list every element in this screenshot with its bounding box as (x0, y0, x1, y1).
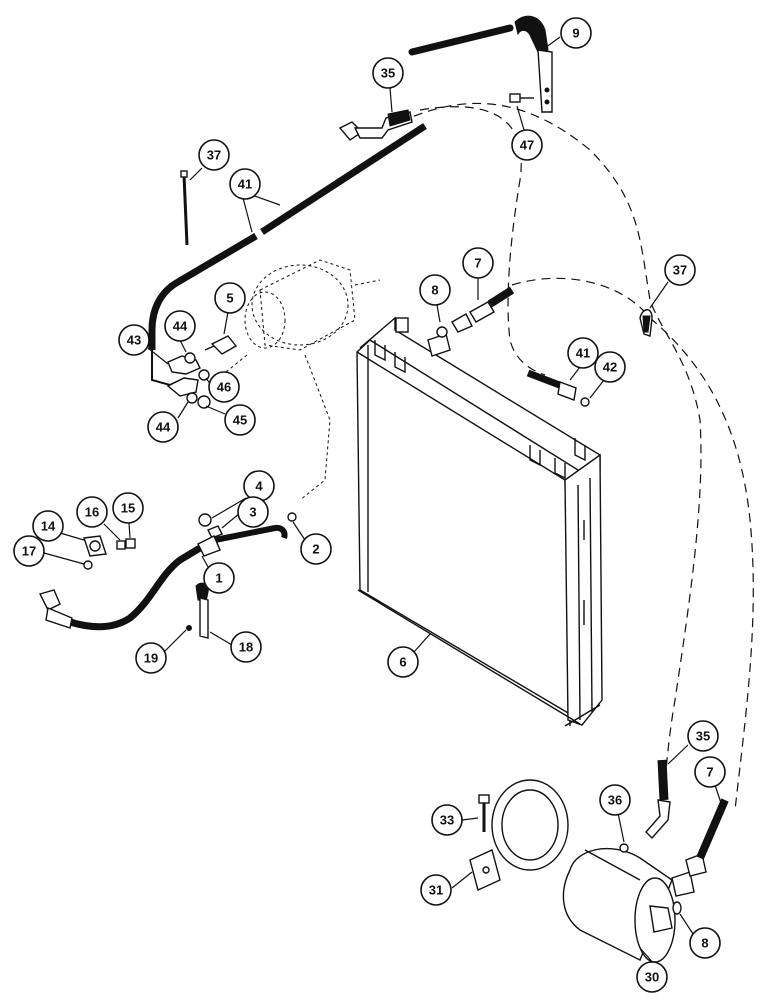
part-9-bracket (514, 15, 553, 113)
svg-text:41: 41 (238, 177, 252, 192)
part-47-bolt (509, 93, 534, 103)
callout-5: 5 (214, 282, 246, 314)
compressor (244, 259, 381, 351)
callout-17: 17 (13, 535, 45, 567)
callouts: 9 35 47 37 41 7 8 37 5 43 44 41 42 46 44… (13, 17, 726, 993)
svg-text:37: 37 (673, 263, 687, 278)
svg-text:43: 43 (127, 333, 141, 348)
svg-text:2: 2 (312, 542, 319, 557)
svg-text:19: 19 (144, 651, 158, 666)
part-1-discharge-hose (38, 524, 288, 631)
svg-text:6: 6 (399, 655, 406, 670)
callout-19: 19 (135, 642, 167, 674)
svg-text:47: 47 (520, 138, 534, 153)
callout-33: 33 (431, 804, 463, 836)
callout-7: 7 (462, 247, 494, 279)
callout-9: 9 (560, 17, 592, 49)
callout-41: 41 (567, 337, 599, 369)
part-35-upper-fitting (338, 109, 413, 141)
part-37-tie-strap-right (639, 309, 653, 337)
part-18-19-clip (186, 582, 209, 639)
callout-41: 41 (229, 168, 261, 200)
svg-text:44: 44 (156, 420, 171, 435)
callout-44: 44 (164, 310, 196, 342)
part-35-hose-lower (645, 759, 671, 840)
callout-4: 4 (243, 470, 275, 502)
part-5-fitting (204, 335, 238, 355)
callout-35: 35 (687, 720, 719, 752)
callout-8: 8 (689, 927, 721, 959)
svg-text:35: 35 (381, 66, 395, 81)
svg-text:33: 33 (440, 813, 454, 828)
callout-7: 7 (694, 756, 726, 788)
part-36-oring (619, 843, 629, 853)
callout-46: 46 (208, 371, 240, 403)
svg-text:18: 18 (239, 640, 253, 655)
part-41-fitting-lower (526, 369, 590, 407)
svg-text:15: 15 (121, 501, 135, 516)
svg-text:7: 7 (474, 256, 481, 271)
part-14-15-16-17-clamp (83, 535, 136, 570)
callout-31: 31 (420, 874, 452, 906)
svg-text:46: 46 (217, 380, 231, 395)
svg-text:4: 4 (255, 479, 263, 494)
svg-text:14: 14 (41, 519, 56, 534)
part-7-hose-lower (671, 798, 729, 897)
callout-14: 14 (32, 510, 64, 542)
callout-30: 30 (636, 961, 668, 993)
part-33-bolt (478, 794, 490, 832)
svg-text:42: 42 (603, 360, 617, 375)
callout-35: 35 (372, 57, 404, 89)
callout-18: 18 (230, 631, 262, 663)
callout-8: 8 (419, 274, 451, 306)
callout-37: 37 (198, 139, 230, 171)
callout-15: 15 (112, 492, 144, 524)
callout-36: 36 (599, 784, 631, 816)
routing-dashed-lines (209, 102, 754, 821)
callout-2: 2 (300, 533, 332, 565)
svg-text:36: 36 (608, 793, 622, 808)
svg-text:17: 17 (22, 544, 36, 559)
svg-text:7: 7 (706, 765, 713, 780)
svg-text:3: 3 (249, 505, 256, 520)
part-8-oring-lower (672, 901, 682, 915)
svg-text:8: 8 (701, 936, 708, 951)
part-4-3-2-small-parts (198, 512, 297, 539)
svg-text:9: 9 (572, 26, 579, 41)
callout-45: 45 (224, 404, 256, 436)
svg-text:5: 5 (226, 291, 233, 306)
callout-42: 42 (594, 351, 626, 383)
svg-text:30: 30 (645, 970, 659, 985)
callout-6: 6 (387, 646, 419, 678)
part-6-condenser (356, 316, 603, 727)
callout-47: 47 (511, 129, 543, 161)
svg-text:1: 1 (215, 571, 222, 586)
part-43-44-fittings (166, 352, 211, 409)
part-7-hose-upper (451, 286, 515, 333)
part-30-receiver-drier (562, 847, 676, 963)
svg-text:41: 41 (576, 346, 590, 361)
svg-text:8: 8 (431, 283, 438, 298)
callout-44: 44 (147, 411, 179, 443)
part-8-oring-upper (436, 326, 448, 338)
callout-3: 3 (237, 496, 269, 528)
callout-43: 43 (118, 324, 150, 356)
part-41-hose-upper (148, 24, 514, 387)
svg-text:35: 35 (696, 729, 710, 744)
svg-text:37: 37 (207, 148, 221, 163)
svg-text:44: 44 (173, 319, 188, 334)
callout-1: 1 (203, 562, 235, 594)
svg-text:45: 45 (233, 413, 247, 428)
part-37-tie-strap-upper (180, 170, 189, 246)
part-31-bracket (469, 779, 569, 891)
svg-text:16: 16 (85, 505, 99, 520)
callout-16: 16 (76, 496, 108, 528)
svg-text:31: 31 (429, 883, 443, 898)
callout-37: 37 (664, 254, 696, 286)
